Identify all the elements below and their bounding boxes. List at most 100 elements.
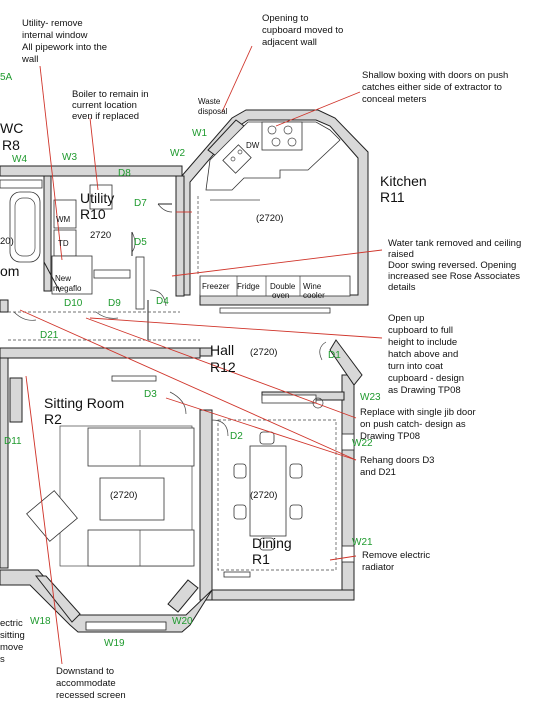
room-sitting-name: Sitting Room [44,395,124,411]
hob [261,121,303,151]
height-wc-partial: 20) [0,236,14,247]
sofa-bottom [87,529,195,567]
megaflo-cylinder [51,255,93,295]
svg-text:Remove electric: Remove electric [362,550,430,561]
height-dining: (2720) [250,490,277,501]
svg-text:s: s [0,654,5,665]
window-w21 [341,545,355,563]
sitting-furniture [26,375,195,567]
note-jib-door: Replace with single jib door on push cat… [360,407,476,442]
label-waste-1: Waste [198,97,221,106]
dining-sideboard [261,394,317,404]
svg-text:accommodate: accommodate [56,678,116,689]
room-sitting-code: R2 [44,411,62,427]
armchair [26,490,78,542]
svg-text:recessed screen: recessed screen [56,690,126,701]
label-waste-2: disposal [198,107,228,116]
svg-text:Door swing reversed. Opening: Door swing reversed. Opening [388,260,516,271]
sitting-dining-wall [199,409,213,601]
room-wc-name: WC [0,120,23,136]
svg-text:radiator: radiator [362,562,394,573]
svg-text:cupboard - design: cupboard - design [388,373,464,384]
label-wine-2: cooler [303,291,325,300]
label-d10: D10 [64,298,83,309]
room-names: WC R8 Utility R10 Kitchen R11 Hall R12 S… [0,120,427,567]
d9-cupboard-shelf [93,269,131,279]
svg-text:adjacent wall: adjacent wall [262,37,317,48]
label-d4: D4 [156,296,169,307]
sitting-left-wall [0,357,9,569]
hall-cupboard-d4 [219,307,331,314]
label-w19: W19 [104,638,125,649]
label-d8: D8 [118,168,131,179]
label-d1: D1 [328,350,341,361]
coffee-table [99,477,165,521]
label-w4: W4 [12,154,27,165]
svg-text:conceal meters: conceal meters [362,94,427,105]
kitchen-units [197,121,351,297]
svg-text:increased see Rose Associates: increased see Rose Associates [388,271,520,282]
height-sitting: (2720) [110,490,137,501]
window-w22 [341,433,355,451]
height-hall: (2720) [250,347,277,358]
label-d11: D11 [4,436,22,447]
sofa-top [87,427,195,467]
note-utility-window: Utility- remove internal window All pipe… [21,18,107,65]
d4-cupboard-wall [135,256,145,310]
label-d5: D5 [134,237,147,248]
svg-text:cupboard to full: cupboard to full [388,325,453,336]
window-w19 [85,621,167,631]
room-utility-name: Utility [80,190,114,206]
label-w3: W3 [62,152,77,163]
svg-text:Water tank removed and ceiling: Water tank removed and ceiling [388,238,521,249]
svg-text:ectric: ectric [0,618,23,629]
door-swings [13,203,327,437]
appliance-labels: WM TD DW Waste disposal Freezer Fridge D… [53,97,325,300]
label-d21: D21 [40,330,59,341]
bath [9,191,41,263]
note-downstand: Downstand to accommodate recessed screen [56,666,126,701]
label-megaflo-1: New [55,274,71,283]
room-dining-name: Dining [252,535,292,551]
svg-text:as Drawing TP08: as Drawing TP08 [388,385,461,396]
utility-right-wall [175,175,185,297]
svg-text:All pipework into the: All pipework into the [22,42,107,53]
note-boiler: Boiler to remain in current location eve… [72,89,149,122]
note-left-partial: ectric sitting move s [0,618,25,665]
room-hall-code: R12 [210,359,236,375]
svg-text:Drawing TP08: Drawing TP08 [360,431,420,442]
label-freezer: Freezer [202,282,230,291]
svg-text:raised: raised [388,249,414,260]
svg-text:catches either side of extract: catches either side of extractor to [362,82,502,93]
label-5a: 5A [0,72,13,83]
room-partial-name: om [0,263,19,279]
svg-text:Opening to: Opening to [262,13,308,24]
wc-shelf [0,179,43,189]
label-wine-1: Wine [303,282,322,291]
label-w21: W21 [352,537,373,548]
wc-partition-wall [43,175,52,292]
svg-text:details: details [388,282,416,293]
boiler [89,184,113,210]
svg-text:on push catch- design as: on push catch- design as [360,419,466,430]
svg-text:move: move [0,642,23,653]
label-w1: W1 [192,128,207,139]
label-dw: DW [246,141,260,150]
label-d3: D3 [144,389,157,400]
svg-text:Rehang doors D3: Rehang doors D3 [360,455,434,466]
hall-wall-stub [199,347,213,357]
svg-text:Replace with single jib door: Replace with single jib door [360,407,476,418]
note-open-up: Open up cupboard to full height to inclu… [388,313,464,396]
notes: Utility- remove internal window All pipe… [0,13,521,701]
label-wm: WM [56,215,71,224]
label-double-2: oven [272,291,289,300]
tall-units [199,275,351,297]
svg-text:height to include: height to include [388,337,457,348]
hall-radiator [111,375,157,382]
note-water-tank: Water tank removed and ceiling raised Do… [388,238,521,293]
d11-pillar [9,377,23,423]
svg-text:cupboard moved to: cupboard moved to [262,25,343,36]
hall-angled-wall [329,339,363,386]
label-d2: D2 [230,431,243,442]
label-fridge: Fridge [237,282,260,291]
